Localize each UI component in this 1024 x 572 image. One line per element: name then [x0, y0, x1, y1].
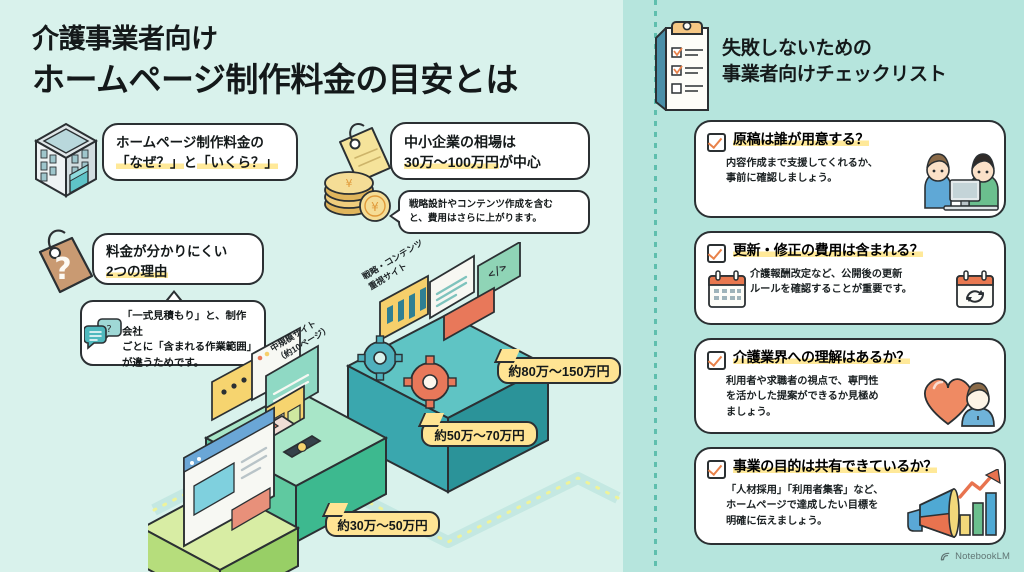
- checklist-item-industry-understanding[interactable]: 介護業界への理解はあるか？ 利用者や求職者の視点で、専門性 を活かした提案ができ…: [694, 338, 1006, 434]
- checklist-item-manuscript-body: 内容作成まで支援してくれるか、 事前に確認しましょう。: [696, 152, 1004, 187]
- checklist-title-line1: 失敗しないための: [722, 38, 872, 59]
- checklist-item-purpose-body: 「人材採用」「利用者集客」など、 ホームページで達成したい目標を 明確に伝えまし…: [696, 479, 1004, 529]
- svg-text:?: ?: [54, 252, 71, 287]
- checklist-item-industry-title: 介護業界への理解はあるか？: [733, 349, 910, 365]
- two-reasons-note-line3: が違うためです。: [122, 357, 205, 369]
- checklist-item-purpose-head: 事業の目的は共有できているか？: [696, 449, 1004, 479]
- svg-text:¥: ¥: [371, 200, 379, 214]
- two-reasons-note-line2: ごとに「含まれる作業範囲」: [122, 342, 258, 354]
- checklist-title-line2: 事業者向けチェックリスト: [722, 64, 947, 86]
- checklist-item-update-head: 更新・修正の費用は含まれる？: [696, 233, 1004, 263]
- calendar-icon: [708, 270, 746, 308]
- purpose-body-line1: 「人材採用」「利用者集客」など、: [726, 485, 884, 496]
- industry-body-line3: ましょう。: [726, 406, 777, 418]
- callout-why-line2: 「なぜ？」と「いくら？」: [116, 153, 286, 173]
- market-note-line1: 戦略設計やコンテンツ作成を含む: [409, 199, 553, 210]
- two-reasons-note-line1: 「一式見積もり」と、制作会社: [122, 311, 247, 338]
- page-title-line1: 介護事業者向け: [32, 24, 218, 54]
- market-note-line2: と、費用はさらに上がります。: [409, 212, 542, 224]
- checklist-item-update-title: 更新・修正の費用は含まれる？: [733, 242, 924, 258]
- refresh-cycle-icon: [956, 270, 994, 308]
- callout-why-mid: と: [183, 154, 198, 170]
- checklist-title: 失敗しないための 事業者向けチェックリスト: [722, 36, 1012, 88]
- question-tag-icon: ?: [38, 229, 94, 294]
- checklist-item-industry-head: 介護業界への理解はあるか？: [696, 340, 1004, 370]
- two-people-computer-icon: [924, 153, 999, 211]
- notebooklm-icon: [940, 552, 950, 561]
- checklist-item-purpose-title: 事業の目的は共有できているか？: [733, 458, 937, 474]
- page-title-line2: ホームページ制作料金の目安とは: [32, 60, 518, 98]
- watermark: NotebookLM: [940, 551, 1010, 562]
- page-title: 介護事業者向け ホームページ制作料金の目安とは: [32, 22, 592, 101]
- callout-two-reasons: 料金が分かりにくい 2つの理由: [92, 233, 264, 285]
- isometric-tier-diagram: </>: [148, 242, 621, 572]
- two-reasons-line1: 料金が分かりにくい: [106, 244, 228, 259]
- checklist-item-manuscript-head: 原稿は誰が用意する？: [696, 122, 1004, 152]
- manuscript-body-line1: 内容作成まで支援してくれるか、: [726, 158, 878, 169]
- svg-text:?: ?: [106, 324, 111, 335]
- two-reasons-line2: 2つの理由: [106, 262, 254, 282]
- industry-body-line2: を活かした提案ができるか見極め: [726, 391, 879, 403]
- price-pill-large: 約80万〜150万円: [497, 357, 621, 384]
- purpose-body-line3: 明確に伝えましょう。: [726, 515, 828, 527]
- svg-text:¥: ¥: [346, 177, 353, 190]
- callout-market-rest: が中心: [498, 154, 541, 171]
- callout-market-line2: 30万〜100万円が中心: [404, 152, 578, 172]
- purpose-body-line2: ホームページで達成したい目標を: [726, 500, 879, 512]
- market-note-tail: [389, 208, 401, 224]
- checklist-item-shared-purpose[interactable]: 事業の目的は共有できているか？ 「人材採用」「利用者集客」など、 ホームページで…: [694, 447, 1006, 545]
- heart-caregiver-icon: [924, 378, 995, 427]
- checked-checkbox-icon[interactable]: [707, 244, 726, 263]
- megaphone-growth-chart-icon: [907, 469, 1001, 539]
- two-reasons-highlight: 2つの理由: [106, 263, 168, 279]
- checked-checkbox-icon[interactable]: [707, 133, 726, 152]
- watermark-label: NotebookLM: [955, 551, 1010, 562]
- clipboard-checklist-icon: [655, 21, 709, 111]
- manuscript-body-line2: 事前に確認しましょう。: [726, 173, 838, 185]
- price-tag-coins-icon: ¥ ¥: [324, 122, 391, 222]
- two-reasons-note-tail: [165, 290, 183, 302]
- callout-market-price: 中小企業の相場は 30万〜100万円が中心: [390, 122, 590, 180]
- callout-market-highlight: 30万〜100万円: [404, 154, 499, 171]
- price-pill-mid: 約50万〜70万円: [421, 421, 538, 447]
- callout-why-highlight-b: 「いくら？」: [197, 154, 278, 170]
- checklist-item-manuscript-title: 原稿は誰が用意する？: [733, 131, 869, 147]
- price-pill-small: 約30万〜50万円: [325, 511, 440, 537]
- update-body-line2: ルールを確認することが重要です。: [750, 284, 912, 296]
- checked-checkbox-icon[interactable]: [707, 351, 726, 370]
- panel-divider-dotted-line: [654, 0, 657, 572]
- checklist-item-industry-body: 利用者や求職者の視点で、専門性 を活かした提案ができるか見極め ましょう。: [696, 370, 1004, 420]
- checklist-item-update-cost[interactable]: 更新・修正の費用は含まれる？ 介護報酬改定など、公開後の更新 ルールを確認するこ…: [694, 231, 1006, 325]
- callout-why-how-much: ホームページ制作料金の 「なぜ？」と「いくら？」: [102, 123, 298, 181]
- checklist-item-update-body: 介護報酬改定など、公開後の更新 ルールを確認することが重要です。: [696, 263, 1004, 298]
- office-building-icon: [33, 122, 99, 198]
- checklist-item-manuscript[interactable]: 原稿は誰が用意する？ 内容作成まで支援してくれるか、 事前に確認しましょう。: [694, 120, 1006, 218]
- callout-why-line1: ホームページ制作料金の: [116, 135, 264, 150]
- checked-checkbox-icon[interactable]: [707, 460, 726, 479]
- callout-market-line1: 中小企業の相場は: [404, 134, 516, 150]
- industry-body-line1: 利用者や求職者の視点で、専門性: [726, 376, 879, 387]
- callout-why-highlight-a: 「なぜ？」: [116, 154, 184, 170]
- update-body-line1: 介護報酬改定など、公開後の更新: [750, 269, 903, 280]
- speech-bubbles-icon: ?: [84, 318, 122, 350]
- callout-market-price-note: 戦略設計やコンテンツ作成を含む と、費用はさらに上がります。: [398, 190, 590, 234]
